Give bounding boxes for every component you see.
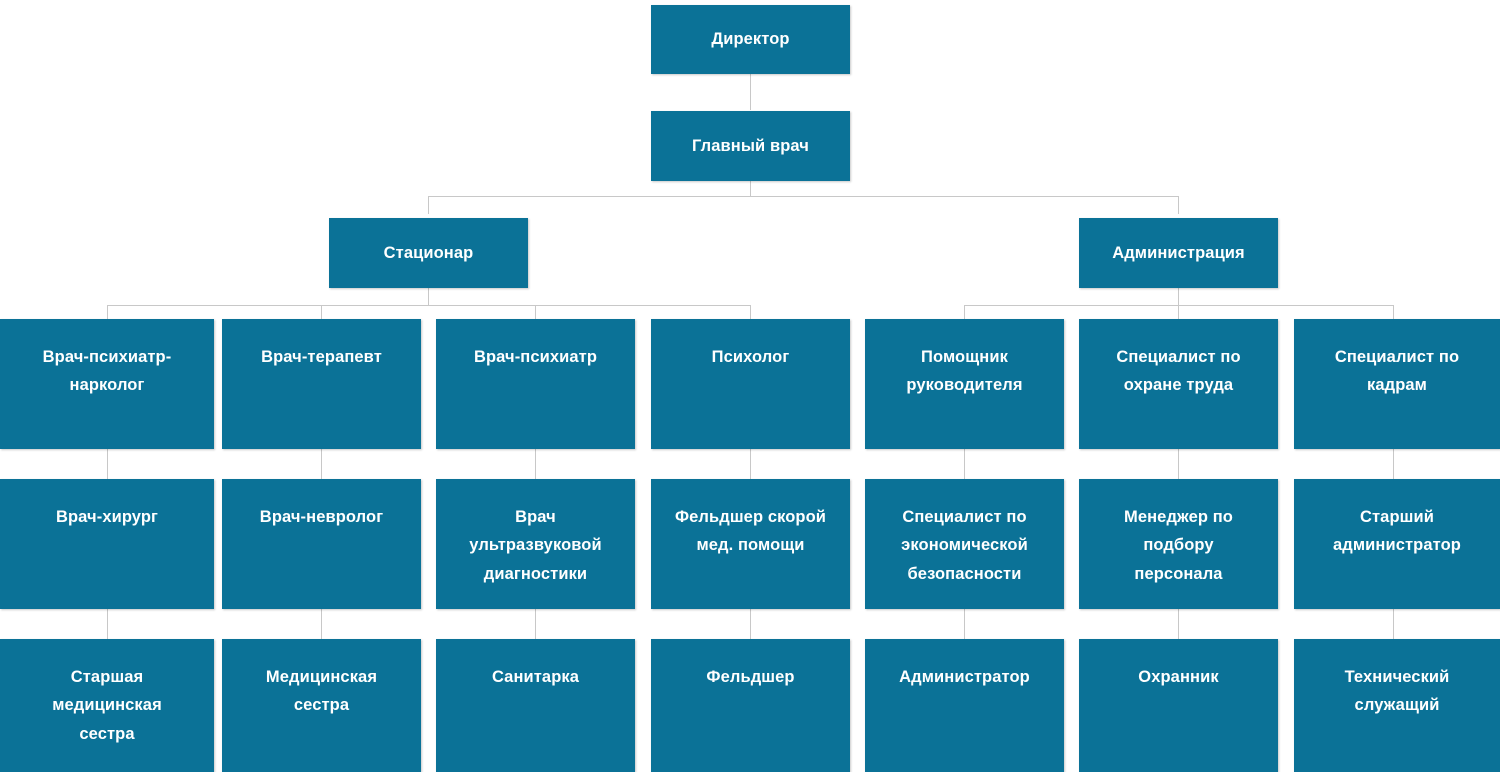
node-senior-nurse[interactable]: Старшая медицинская сестра: [0, 639, 214, 772]
connector-col4-row4-row5: [750, 609, 751, 639]
node-hospital[interactable]: Стационар: [329, 218, 528, 288]
connector-col2-row4-row5: [321, 609, 322, 639]
connector-col3-row3-row4: [535, 449, 536, 479]
connector-administration-bus: [964, 305, 1394, 306]
node-administrator[interactable]: Администратор: [865, 639, 1064, 772]
node-labor-safety-specialist[interactable]: Специалист по охране труда: [1079, 319, 1278, 449]
connector-col7-row3-row4: [1393, 449, 1394, 479]
connector-col5-row3-row4: [964, 449, 965, 479]
node-administration[interactable]: Администрация: [1079, 218, 1278, 288]
node-director[interactable]: Директор: [651, 5, 850, 74]
connector-administration-child-1: [964, 305, 965, 319]
node-psychiatrist[interactable]: Врач-психиатр: [436, 319, 635, 449]
connector-chief-drop: [750, 181, 751, 196]
node-security-guard[interactable]: Охранник: [1079, 639, 1278, 772]
connector-administration-drop: [1178, 288, 1179, 305]
connector-administration-child-2: [1178, 305, 1179, 319]
connector-bus-administration: [1178, 196, 1179, 214]
connector-hospital-bus: [107, 305, 751, 306]
node-surgeon[interactable]: Врач-хирург: [0, 479, 214, 609]
connector-col7-row4-row5: [1393, 609, 1394, 639]
connector-col1-row3-row4: [107, 449, 108, 479]
connector-hospital-child-3: [535, 305, 536, 319]
node-assistant-manager[interactable]: Помощник руководителя: [865, 319, 1064, 449]
connector-col2-row3-row4: [321, 449, 322, 479]
node-technical-staff[interactable]: Технический служащий: [1294, 639, 1500, 772]
node-nurse[interactable]: Медицинская сестра: [222, 639, 421, 772]
node-ultrasound-doctor[interactable]: Врач ультразвуковой диагностики: [436, 479, 635, 609]
node-neurologist[interactable]: Врач-невролог: [222, 479, 421, 609]
connector-director-chief: [750, 74, 751, 110]
connector-col6-row3-row4: [1178, 449, 1179, 479]
node-psychiatrist-narcologist[interactable]: Врач-психиатр- нарколог: [0, 319, 214, 449]
connector-col5-row4-row5: [964, 609, 965, 639]
connector-hospital-child-2: [321, 305, 322, 319]
connector-col3-row4-row5: [535, 609, 536, 639]
node-chief-doctor[interactable]: Главный врач: [651, 111, 850, 181]
node-recruitment-manager[interactable]: Менеджер по подбору персонала: [1079, 479, 1278, 609]
node-orderly[interactable]: Санитарка: [436, 639, 635, 772]
connector-bus-hospital: [428, 196, 429, 214]
connector-col6-row4-row5: [1178, 609, 1179, 639]
node-emergency-paramedic[interactable]: Фельдшер скорой мед. помощи: [651, 479, 850, 609]
node-paramedic[interactable]: Фельдшер: [651, 639, 850, 772]
connector-administration-child-3: [1393, 305, 1394, 319]
connector-hospital-child-1: [107, 305, 108, 319]
connector-col4-row3-row4: [750, 449, 751, 479]
node-psychologist[interactable]: Психолог: [651, 319, 850, 449]
connector-col1-row4-row5: [107, 609, 108, 639]
node-senior-administrator[interactable]: Старший администратор: [1294, 479, 1500, 609]
node-therapist[interactable]: Врач-терапевт: [222, 319, 421, 449]
connector-hospital-drop: [428, 288, 429, 305]
connector-level2-bus: [428, 196, 1179, 197]
node-hr-specialist[interactable]: Специалист по кадрам: [1294, 319, 1500, 449]
connector-hospital-child-4: [750, 305, 751, 319]
node-economic-security-specialist[interactable]: Специалист по экономической безопасности: [865, 479, 1064, 609]
